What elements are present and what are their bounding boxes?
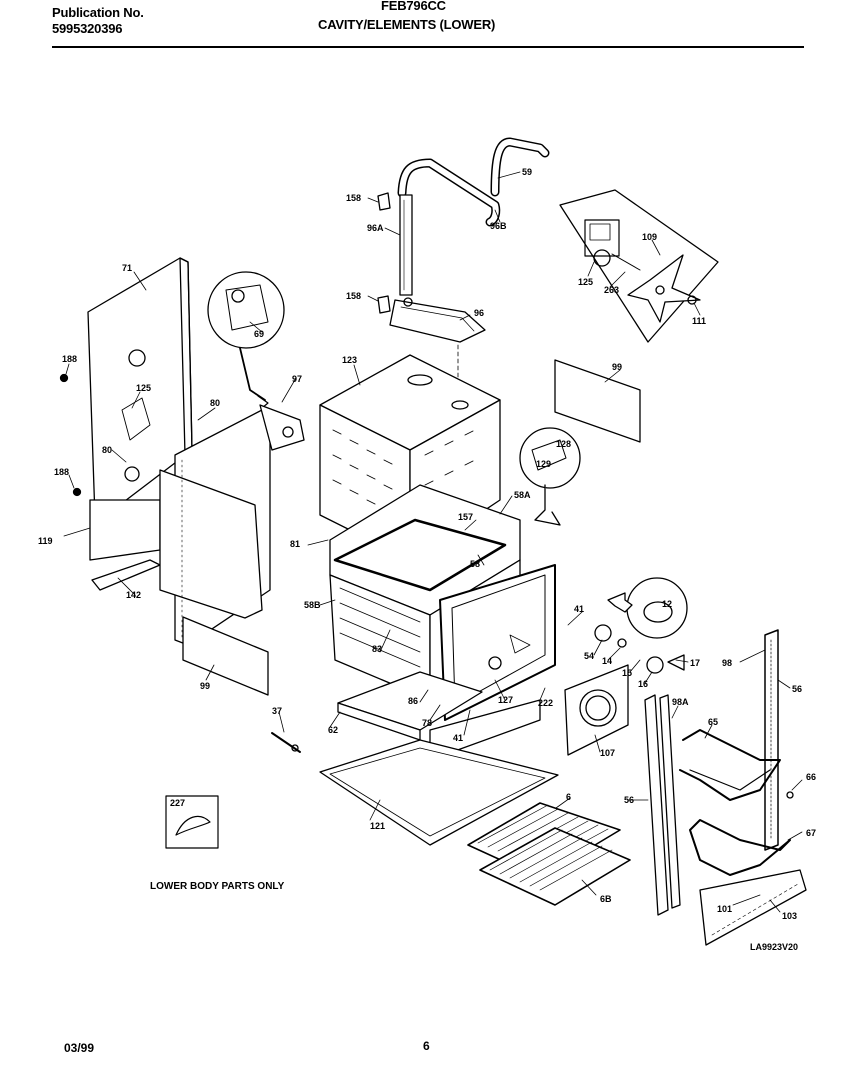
callout-99a: 99 [200,681,210,691]
oven-bottom-and-tray [271,671,559,846]
side-panel [59,257,193,591]
drawing-id: LA9923V20 [750,942,799,952]
callout-96a: 96A [367,223,384,233]
lower-body-note: LOWER BODY PARTS ONLY [150,881,285,892]
callout-66: 66 [806,772,816,782]
callout-15: 15 [622,668,632,678]
callout-227: 227 [170,798,185,808]
page-number: 6 [423,1039,430,1053]
callout-71: 71 [122,263,132,273]
callout-16: 16 [638,679,648,689]
callout-14: 14 [602,656,612,666]
callout-97: 97 [292,374,302,384]
callout-129: 129 [536,459,551,469]
publication-number: 5995320396 [52,21,123,36]
callout-81: 81 [290,539,300,549]
callout-188b: 188 [54,467,69,477]
callout-65: 65 [708,717,718,727]
element-cover [564,664,629,756]
callout-69: 69 [254,329,264,339]
callout-127: 127 [498,695,513,705]
callout-158a: 158 [346,193,361,203]
callout-41b: 41 [574,604,584,614]
callout-80b: 80 [102,445,112,455]
rear-wall-panel [159,404,305,646]
callout-125b: 125 [578,277,593,287]
section-title: CAVITY/ELEMENTS (LOWER) [318,17,496,32]
vent-duct-assembly [377,137,550,388]
callout-6: 6 [566,792,571,802]
callout-17: 17 [690,658,700,668]
publication-label: Publication No. [52,5,144,20]
callout-62: 62 [328,725,338,735]
callout-56a: 56 [624,795,634,805]
callout-98: 98 [722,658,732,668]
callout-111: 111 [692,316,706,326]
callout-107: 107 [600,748,615,758]
callout-123: 123 [342,355,357,365]
callout-80a: 80 [210,398,220,408]
callout-109: 109 [642,232,657,242]
oven-racks [467,802,631,906]
callout-58a: 58A [514,490,531,500]
callout-58b: 58B [304,600,321,610]
brackets [182,359,641,696]
part-227-box [165,795,219,849]
element-insets [519,427,688,674]
header-rule [52,46,804,48]
callout-119: 119 [38,536,53,546]
callout-121: 121 [370,821,385,831]
callout-78: 78 [422,718,432,728]
callout-157: 157 [458,512,473,522]
side-trims-and-elements [644,629,807,946]
footer-date: 03/99 [64,1041,95,1055]
oven-control-inset [207,271,285,409]
callout-99b: 99 [612,362,622,372]
callout-56b: 56 [792,684,802,694]
callout-83: 83 [372,644,382,654]
callout-96: 96 [474,308,484,318]
callout-125a: 125 [136,383,151,393]
leader-lines [63,171,803,913]
callout-58: 58 [470,559,480,569]
callout-86: 86 [408,696,418,706]
callout-37: 37 [272,706,282,716]
callout-98a: 98A [672,697,689,707]
callout-59: 59 [522,167,532,177]
callout-6b: 6B [600,894,612,904]
callout-128: 128 [556,439,571,449]
callout-numbers: 71 188 125 80 80 188 119 142 99 37 62 83… [38,167,816,921]
callout-96b: 96B [490,221,507,231]
convection-fan-inset [559,189,719,343]
callout-222: 222 [538,698,553,708]
callout-142: 142 [126,590,141,600]
main-oven-cavity [329,484,556,721]
callout-263: 263 [604,285,619,295]
callout-67: 67 [806,828,816,838]
callout-188a: 188 [62,354,77,364]
callout-101: 101 [717,904,732,914]
callout-12: 12 [662,599,672,609]
callout-103: 103 [782,911,797,921]
callout-158b: 158 [346,291,361,301]
callout-54: 54 [584,651,594,661]
callout-41a: 41 [453,733,463,743]
model-number: FEB796CC [381,0,446,13]
